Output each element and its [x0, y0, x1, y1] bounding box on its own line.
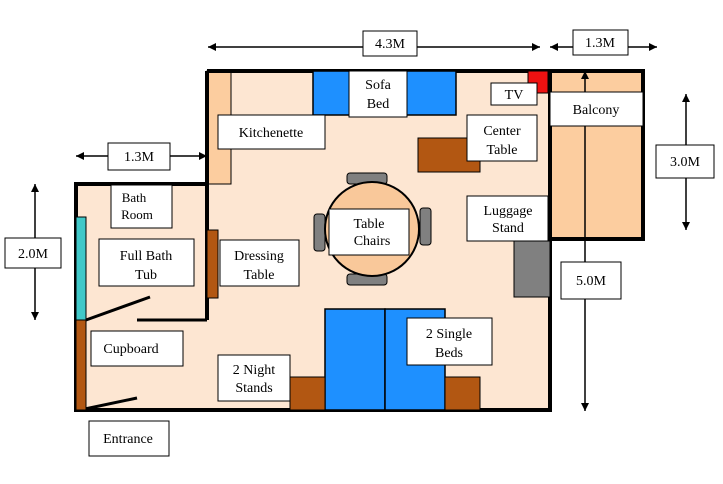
bath-room-label-2: Room: [121, 207, 153, 222]
dressing-table-label-box: [219, 239, 300, 287]
room-width-label: 4.3M: [375, 37, 406, 52]
chair-left: [313, 213, 326, 252]
dressing-table-label-2: Table: [244, 268, 275, 283]
balcony-height-label: 3.0M: [670, 155, 701, 170]
cupboard-label-box: [90, 330, 184, 367]
full-bath-tub-label-2: Tub: [135, 268, 157, 283]
bathroom-window: [75, 216, 87, 321]
balcony-width-label: 1.3M: [585, 36, 616, 51]
dressing-table: [206, 229, 219, 299]
bath-room-label-1: Bath: [122, 190, 147, 205]
bed-left: [324, 308, 386, 411]
dressing-table-label-1: Dressing: [234, 249, 284, 264]
bathroom-door: [85, 295, 151, 322]
balcony-label: Balcony: [573, 103, 620, 118]
table-chairs-label-2: Chairs: [354, 234, 391, 249]
bathroom-width-label-box: [107, 142, 171, 171]
cupboard-label: Cupboard: [103, 342, 158, 357]
outer-walls: [74, 69, 645, 412]
luggage-stand-label-box: [466, 195, 549, 242]
balcony-label-box: [549, 91, 644, 127]
kitchenette-label-box: [217, 114, 326, 150]
sofa-bed-label-2: Bed: [367, 97, 390, 112]
balcony-height-label-box: [655, 144, 715, 179]
tv-label: TV: [505, 88, 524, 103]
balcony-width-label-box: [572, 29, 629, 56]
single-beds-label-1: 2 Single: [426, 327, 472, 342]
bathroom-height-label-box: [4, 237, 62, 269]
night-stand-right: [444, 376, 481, 411]
table-chairs-label-1: Table: [354, 217, 385, 232]
full-bath-tub-label-box: [98, 238, 195, 287]
bathroom-height-label: 2.0M: [18, 247, 49, 262]
sofa-bed-label-1: Sofa: [365, 78, 391, 93]
chair-right: [419, 207, 432, 246]
night-stands-label-2: Stands: [235, 381, 272, 396]
room-length-label-box: [560, 261, 622, 300]
table-chairs-label-box: [328, 208, 410, 256]
night-stands-label-box: [217, 354, 291, 402]
single-beds-label-box: [406, 317, 493, 366]
entrance-label-box: [88, 420, 170, 457]
single-beds-label-2: Beds: [435, 346, 463, 361]
center-table-label-1: Center: [483, 124, 521, 139]
center-table-label-box: [466, 114, 538, 162]
cupboard: [75, 319, 87, 411]
luggage-stand: [513, 240, 551, 298]
bath-room-label-box: [110, 184, 173, 229]
sofa-bed-label-box: [348, 70, 408, 118]
bathroom-width-label: 1.3M: [124, 150, 155, 165]
night-stand-left: [289, 376, 326, 411]
kitchenette-label: Kitchenette: [239, 126, 304, 141]
room-width-label-box: [362, 30, 418, 57]
night-stands-label-1: 2 Night: [233, 363, 276, 378]
center-table-label-2: Table: [487, 143, 518, 158]
entrance-label: Entrance: [103, 432, 153, 447]
full-bath-tub-label-1: Full Bath: [120, 249, 173, 264]
room-length-label: 5.0M: [576, 274, 607, 289]
entrance-door: [79, 396, 138, 412]
luggage-stand-label-1: Luggage: [484, 204, 533, 219]
tv-label-box: [490, 82, 538, 106]
luggage-stand-label-2: Stand: [492, 221, 524, 236]
